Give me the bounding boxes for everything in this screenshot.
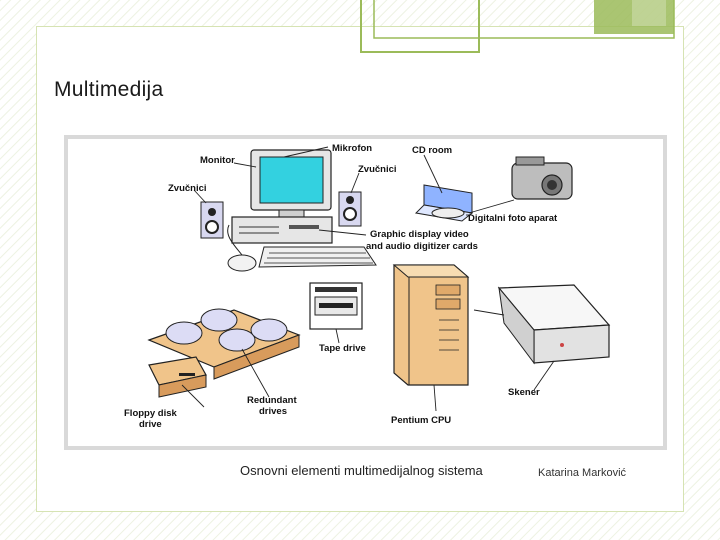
label-graphic-line2: and audio digitizer cards [366,241,478,252]
label-floppy-line2: drive [139,419,162,430]
label-zvucnici-right: Zvučnici [358,164,397,175]
label-monitor: Monitor [200,155,235,166]
desktop-case-illustration [231,216,333,244]
scanner-illustration [497,284,611,365]
label-redundant-line2: drives [259,406,287,417]
speaker-right-illustration [338,191,362,227]
camera-illustration [511,156,573,200]
label-redundant-line1: Redundant [247,395,297,406]
redundant-drives-illustration [147,308,301,380]
diagram-illustration: Monitor Mikrofon CD room Zvučnici Zvučni… [124,143,611,430]
label-pentium: Pentium CPU [391,415,451,426]
label-skener: Skener [508,387,540,398]
label-graphic-line1: Graphic display video [370,229,469,240]
tower-cpu-illustration [392,264,470,386]
label-tape-drive: Tape drive [319,343,366,354]
cd-drive-illustration [414,184,474,222]
callout-lines [181,146,555,412]
label-zvucnici-left: Zvučnici [168,183,207,194]
label-cd-room: CD room [412,145,452,156]
decorative-corner-shapes [360,0,675,53]
author-name: Katarina Marković [538,467,627,479]
multimedia-diagram: Monitor Mikrofon CD room Zvučnici Zvučni… [64,135,667,450]
keyboard-illustration [258,246,377,268]
tape-drive-illustration [309,282,363,330]
floppy-drive-illustration [148,356,207,398]
speaker-left-illustration [200,201,224,239]
monitor-illustration [250,149,332,218]
label-digitalni-foto: Digitalni foto aparat [468,213,558,224]
figure-caption: Osnovni elementi multimedijalnog sistema [240,463,483,478]
label-mikrofon: Mikrofon [332,143,372,154]
mouse-illustration [227,224,257,272]
slide-title: Multimedija [54,78,164,101]
label-floppy-line1: Floppy disk [124,408,178,419]
